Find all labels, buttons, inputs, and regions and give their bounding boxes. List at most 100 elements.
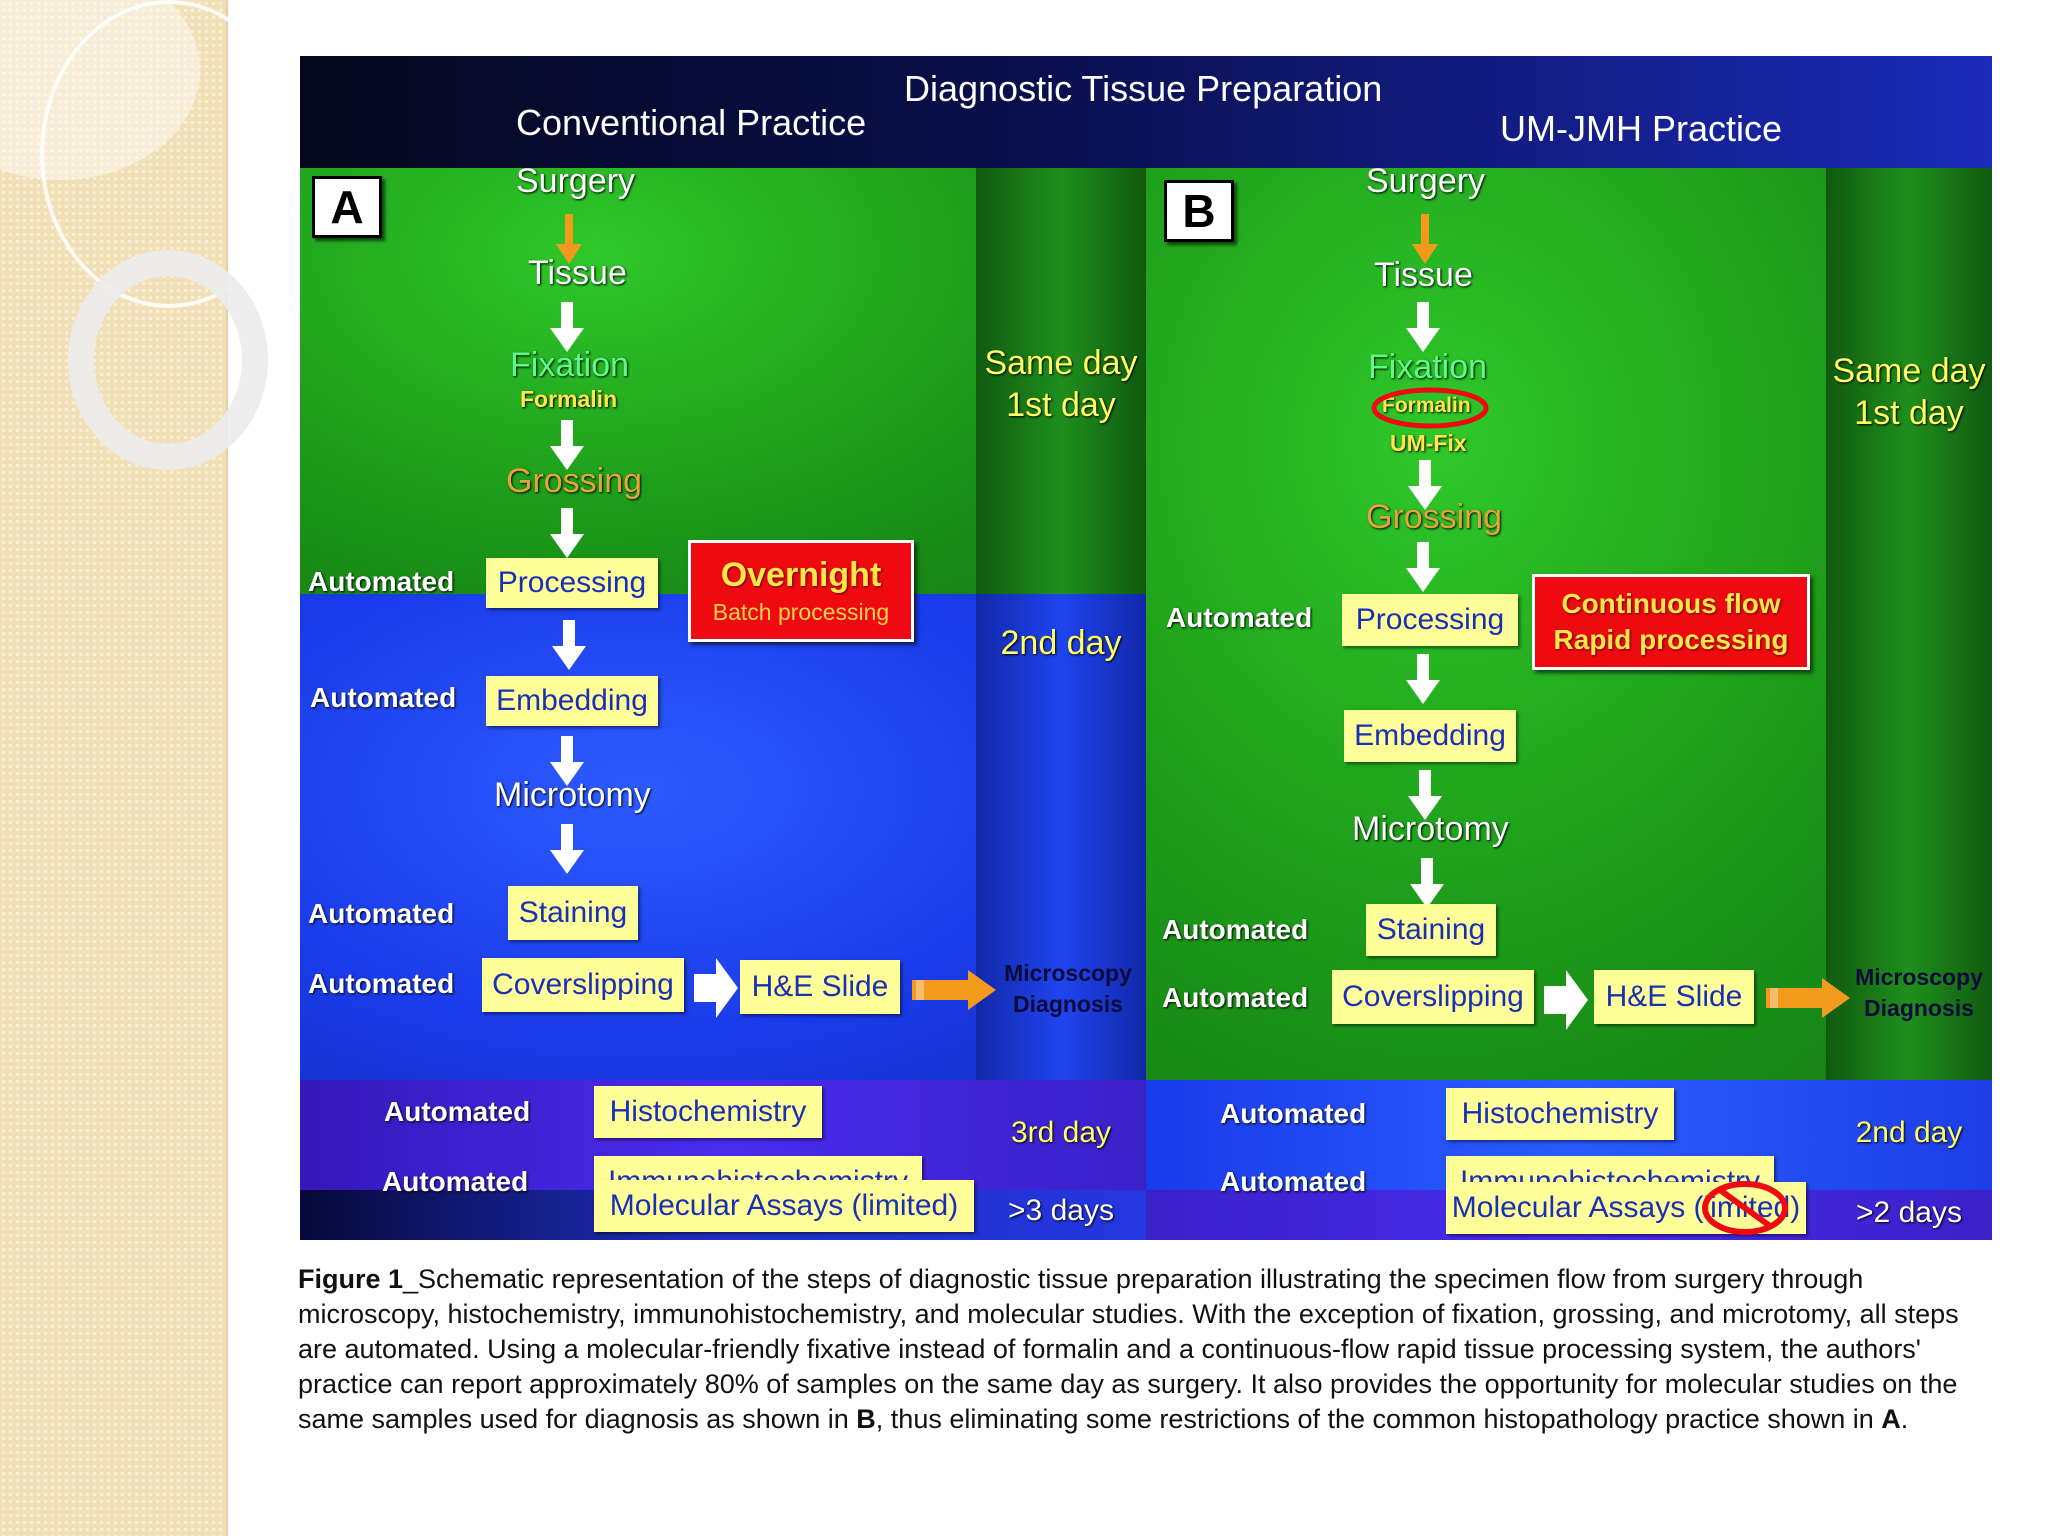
- b-day-same-first: Same day 1st day: [1826, 350, 1992, 434]
- b-first-day-label: 1st day: [1854, 394, 1964, 432]
- figure-title: Diagnostic Tissue Preparation: [904, 68, 1383, 109]
- b-arrow-down-icon-4: [1406, 654, 1440, 704]
- a-automated-ihc: Automated: [382, 1166, 529, 1197]
- b-formalin-crossout-ring-icon: [1371, 387, 1489, 429]
- b-rapid-processing-label: Rapid processing: [1553, 624, 1789, 655]
- a-molecular-box: Molecular Assays (limited): [594, 1180, 974, 1232]
- panel-a-label: A: [312, 176, 382, 238]
- a-third-day-label: 3rd day: [1010, 1116, 1112, 1149]
- b-staining-box: Staining: [1366, 904, 1496, 956]
- b-arrow-right-orange-icon: [1766, 978, 1850, 1018]
- b-molecular-box: Molecular Assays (limited): [1446, 1182, 1806, 1234]
- b-automated-processing: Automated: [1166, 602, 1313, 633]
- panel-a-day-column-blue: [976, 594, 1146, 1080]
- a-diagnosis-label: Diagnosis: [1013, 991, 1123, 1017]
- caption-bold-a: A: [1881, 1404, 1901, 1434]
- b-arrow-down-icon-5: [1408, 770, 1442, 820]
- b-microscopy-label: Microscopy: [1855, 964, 1983, 990]
- b-same-day-label: Same day: [1832, 352, 1986, 390]
- a-second-day-label: 2nd day: [1000, 624, 1122, 662]
- b-he-slide-box: H&E Slide: [1594, 970, 1754, 1024]
- panel-b-label: B: [1164, 180, 1234, 242]
- a-automated-coverslipping: Automated: [308, 968, 455, 999]
- a-staining-box: Staining: [508, 886, 638, 940]
- a-arrow-down-icon-1: [550, 302, 584, 352]
- b-automated-coverslipping: Automated: [1162, 982, 1309, 1013]
- b-microtomy-label: Microtomy: [1352, 810, 1509, 848]
- b-more-days-label: >2 days: [1856, 1196, 1962, 1229]
- figure-diagram: Diagnostic Tissue Preparation Convention…: [300, 56, 1992, 1240]
- a-same-day-label: Same day: [984, 344, 1138, 382]
- a-overnight-title: Overnight: [720, 556, 882, 594]
- b-molecular-label: Molecular Assays (: [1451, 1191, 1704, 1224]
- b-molecular-close-paren: ): [1790, 1191, 1801, 1224]
- b-microscopy-diagnosis: Microscopy Diagnosis: [1846, 962, 1992, 1024]
- b-coverslipping-box: Coverslipping: [1332, 970, 1534, 1024]
- b-arrow-orange-down-icon: [1412, 214, 1438, 264]
- b-formalin-crossed-label: Formalin: [1382, 394, 1471, 417]
- sidebar-edge: [226, 0, 228, 1536]
- panel-b-day-column-green: [1826, 168, 1992, 1080]
- a-processing-box: Processing: [486, 558, 658, 608]
- b-continuous-flow-label: Continuous flow: [1561, 588, 1781, 619]
- a-grossing-label: Grossing: [506, 462, 643, 500]
- b-fixation-label: Fixation: [1368, 348, 1488, 386]
- a-arrow-right-orange-icon: [912, 970, 996, 1010]
- a-microtomy-label: Microtomy: [494, 776, 651, 814]
- a-overnight-box: Overnight Batch processing: [688, 540, 914, 642]
- a-arrow-down-icon-5: [550, 736, 584, 786]
- decorative-ring-thick: [68, 250, 268, 470]
- a-automated-embedding: Automated: [310, 682, 457, 713]
- a-microscopy-label: Microscopy: [1004, 960, 1132, 986]
- a-histochemistry-box: Histochemistry: [594, 1086, 822, 1138]
- figure-caption: Figure 1_Schematic representation of the…: [298, 1262, 1998, 1437]
- b-arrow-down-icon-2: [1408, 460, 1442, 510]
- a-first-day-label: 1st day: [1006, 386, 1116, 424]
- a-automated-processing: Automated: [308, 566, 455, 597]
- caption-figure-label: Figure 1: [298, 1264, 404, 1294]
- b-umfix-label: UM-Fix: [1390, 430, 1467, 456]
- b-grossing-label: Grossing: [1366, 498, 1503, 536]
- caption-text-3: .: [1900, 1404, 1909, 1434]
- a-automated-histochemistry: Automated: [384, 1096, 531, 1127]
- a-arrow-orange-down-icon: [556, 214, 582, 264]
- panel-a-day-column-green: [976, 168, 1146, 594]
- b-arrow-down-icon-1: [1406, 302, 1440, 352]
- b-arrow-down-icon-6: [1410, 858, 1444, 908]
- header-band: [300, 56, 1992, 168]
- a-arrow-down-icon-6: [550, 824, 584, 874]
- b-prohibited-limited-icon: [1702, 1181, 1788, 1235]
- a-microscopy-diagnosis: Microscopy Diagnosis: [994, 958, 1142, 1020]
- left-header: Conventional Practice: [516, 102, 867, 143]
- a-surgery-label: Surgery: [516, 162, 636, 200]
- a-he-slide-box: H&E Slide: [740, 960, 900, 1014]
- a-arrow-down-icon-3: [550, 508, 584, 558]
- b-histochemistry-box: Histochemistry: [1446, 1088, 1674, 1140]
- b-diagnosis-label: Diagnosis: [1864, 995, 1974, 1021]
- a-formalin-label: Formalin: [520, 386, 618, 412]
- a-more-days-label: >3 days: [1008, 1194, 1114, 1227]
- a-automated-staining: Automated: [308, 898, 455, 929]
- b-second-day-label: 2nd day: [1855, 1116, 1963, 1149]
- caption-text-1: _Schematic representation of the steps o…: [298, 1264, 1959, 1434]
- b-arrow-right-white-icon: [1544, 970, 1588, 1030]
- b-embedding-box: Embedding: [1344, 710, 1516, 762]
- a-batch-processing-label: Batch processing: [712, 599, 890, 625]
- b-tissue-label: Tissue: [1374, 256, 1473, 294]
- a-arrow-down-icon-2: [550, 420, 584, 470]
- b-automated-histochemistry: Automated: [1220, 1098, 1367, 1129]
- a-fixation-label: Fixation: [510, 346, 630, 384]
- b-continuous-flow-box: Continuous flow Rapid processing: [1532, 574, 1810, 670]
- a-coverslipping-box: Coverslipping: [482, 958, 684, 1012]
- b-surgery-label: Surgery: [1366, 162, 1486, 200]
- b-automated-ihc: Automated: [1220, 1166, 1367, 1197]
- b-automated-staining: Automated: [1162, 914, 1309, 945]
- b-processing-box: Processing: [1342, 594, 1518, 646]
- b-arrow-down-icon-3: [1406, 542, 1440, 592]
- a-day-same-first: Same day 1st day: [976, 342, 1146, 426]
- a-embedding-box: Embedding: [486, 676, 658, 726]
- caption-bold-b: B: [856, 1404, 876, 1434]
- a-arrow-down-icon-4: [552, 620, 586, 670]
- a-arrow-right-white-icon: [694, 958, 738, 1018]
- a-tissue-label: Tissue: [528, 254, 627, 292]
